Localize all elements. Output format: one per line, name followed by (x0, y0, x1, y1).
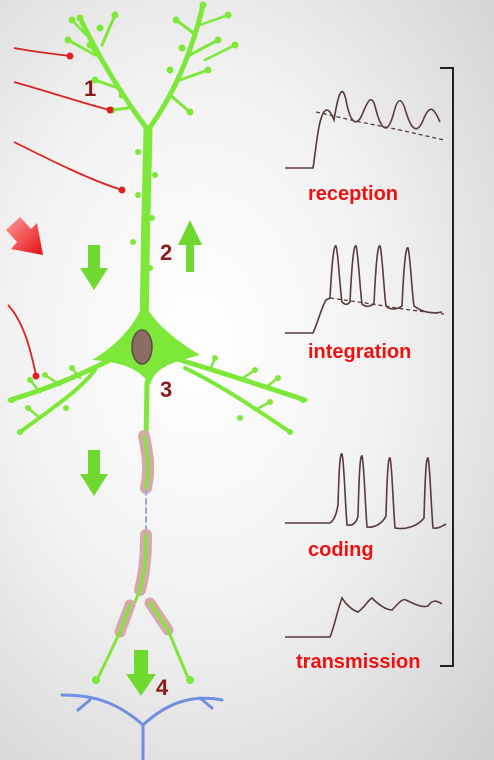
label-reception: reception (308, 183, 398, 205)
neuron (7, 1, 308, 684)
down-arrow-icon (80, 450, 108, 496)
stage-number-3: 3 (160, 377, 172, 402)
apical-tuft (66, 2, 237, 133)
trace-integration (285, 245, 445, 334)
synaptic-bouton (92, 676, 100, 684)
down-arrow-icon (126, 650, 156, 696)
trace-reception (285, 91, 445, 169)
axon-terminal-left (96, 630, 122, 680)
trace-coding (285, 453, 447, 530)
axon-hillock (143, 379, 150, 443)
input-axon-1 (13, 47, 71, 57)
stages-bracket (440, 67, 454, 667)
label-transmission: transmission (296, 651, 420, 673)
label-coding: coding (308, 539, 374, 561)
input-axons (7, 47, 123, 377)
target-dendrite (60, 693, 224, 760)
label-integration: integration (308, 341, 411, 363)
axon-terminal-right (166, 628, 190, 680)
synaptic-bouton (186, 676, 194, 684)
stage-number-4: 4 (156, 675, 169, 700)
trace-transmission (285, 596, 443, 638)
down-arrow-icon (80, 245, 108, 290)
input-synapses (32, 52, 126, 380)
basal-dendrites (7, 356, 308, 434)
up-arrow-icon (178, 220, 202, 272)
stimulus-arrow-icon (6, 217, 43, 255)
apical-dendrite (139, 125, 153, 335)
basal-spines (9, 355, 306, 435)
input-axon-4 (7, 304, 37, 377)
input-axon-3 (13, 141, 123, 191)
nucleus (131, 329, 153, 365)
stage-number-1: 1 (84, 76, 96, 101)
input-axon-2 (13, 81, 111, 111)
stage-number-2: 2 (160, 240, 172, 265)
